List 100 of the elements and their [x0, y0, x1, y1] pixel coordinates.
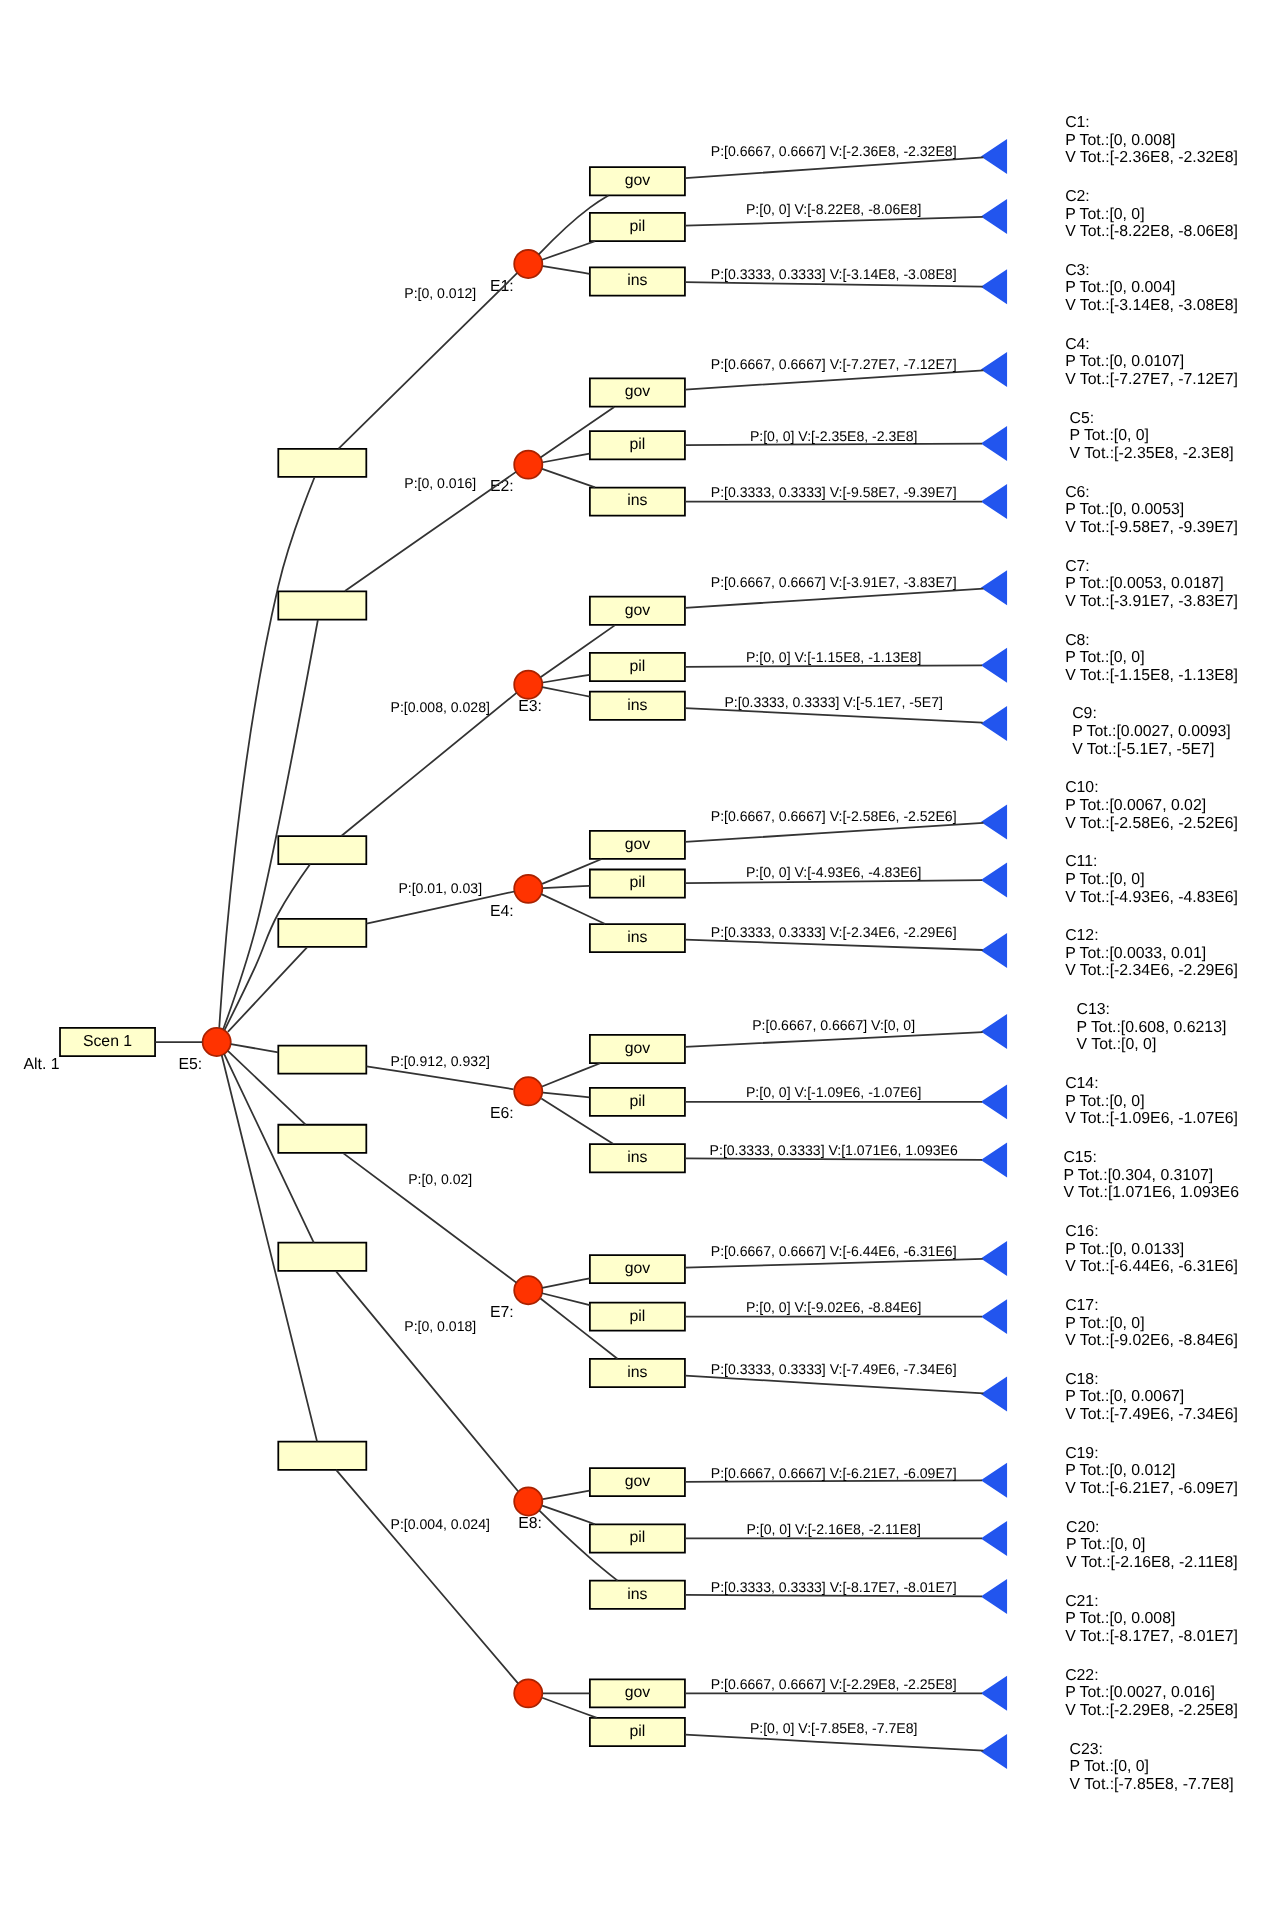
node-circle — [513, 1274, 544, 1305]
connector — [540, 1096, 614, 1144]
node-circle — [201, 1026, 232, 1056]
node-triangle — [980, 704, 1008, 740]
node-box: pil — [589, 1522, 686, 1553]
node-label: C19: — [1065, 1442, 1099, 1461]
node-box — [277, 1240, 368, 1271]
connector — [542, 451, 591, 463]
node-label: P Tot.:[0, 0] — [1065, 1090, 1145, 1109]
node-triangle — [980, 1083, 1008, 1119]
node-triangle — [980, 646, 1008, 682]
connector — [684, 1536, 983, 1539]
node-label: V Tot.:[1.071E6, 1.093E6 — [1063, 1182, 1239, 1201]
node-label: V Tot.:[-1.09E6, -1.07E6] — [1065, 1108, 1239, 1127]
node-triangle — [980, 932, 1008, 967]
node-box: gov — [589, 828, 686, 859]
connector — [227, 1049, 307, 1125]
connector — [684, 155, 985, 178]
node-triangle — [980, 483, 1008, 519]
connector — [542, 1090, 591, 1098]
node-triangle — [980, 1141, 1008, 1177]
connector — [684, 663, 983, 667]
node-label: C13: — [1076, 999, 1111, 1018]
node-label: V Tot.:[-7.85E8, -7.7E8] — [1069, 1773, 1234, 1792]
node-box: pil — [589, 1300, 686, 1331]
node-label: C20: — [1066, 1516, 1100, 1535]
node-label: V Tot.:[-8.17E7, -8.01E7] — [1065, 1625, 1239, 1644]
node-box: pil — [589, 211, 686, 241]
node-triangle — [980, 1375, 1008, 1411]
node-label: V Tot.:[-2.16E8, -2.11E8] — [1066, 1551, 1238, 1570]
node-triangle — [980, 1012, 1008, 1048]
connector — [541, 685, 591, 697]
connector — [542, 1488, 591, 1499]
connector — [541, 1291, 591, 1306]
connector — [684, 1691, 983, 1694]
connector — [230, 1042, 280, 1053]
node-label: V Tot.:[-2.35E8, -2.3E8] — [1069, 442, 1234, 461]
node-label: P Tot.:[0, 0.008] — [1065, 129, 1176, 148]
node-label: C23: — [1069, 1738, 1103, 1757]
node-label: C4: — [1065, 333, 1090, 352]
connector — [684, 586, 985, 608]
connector — [218, 475, 316, 1028]
connector — [538, 1508, 619, 1581]
node-label: E8: — [518, 1513, 542, 1532]
node-box — [277, 834, 368, 865]
node-label: V Tot.:[-2.36E8, -2.32E8] — [1065, 147, 1239, 166]
node-box: ins — [589, 689, 686, 720]
node-label: V Tot.:[-9.02E6, -8.84E6] — [1065, 1330, 1239, 1349]
node-label: C5: — [1069, 407, 1095, 426]
node-box: gov — [589, 1466, 686, 1497]
connector — [335, 1467, 519, 1684]
connector — [684, 1257, 984, 1268]
node-triangle — [980, 569, 1008, 605]
node-label: P Tot.:[0, 0.0133] — [1065, 1238, 1185, 1257]
connector — [541, 1695, 598, 1718]
node-label: C22: — [1065, 1664, 1099, 1683]
connector — [342, 1151, 518, 1283]
node-box: ins — [589, 1357, 686, 1387]
node-box: pil — [589, 1716, 686, 1747]
node-triangle — [980, 138, 1008, 174]
connector — [539, 1296, 619, 1359]
node-label: E7: — [489, 1301, 514, 1320]
node-label: V Tot.:[-9.58E7, -9.39E7] — [1065, 516, 1239, 535]
node-label: P Tot.:[0.0027, 0.016] — [1065, 1682, 1215, 1701]
node-box: ins — [589, 1142, 686, 1173]
node-triangle — [980, 1298, 1008, 1334]
node-triangle — [980, 1732, 1008, 1768]
connector — [541, 1503, 596, 1525]
node-triangle — [980, 1240, 1008, 1276]
node-label: C3: — [1065, 259, 1090, 278]
connector — [365, 1064, 515, 1090]
node-label: P Tot.:[0, 0.008] — [1065, 1608, 1176, 1627]
node-label: V Tot.:[-4.93E6, -4.83E6] — [1065, 886, 1239, 905]
connector — [222, 618, 319, 1029]
node-triangle — [980, 1578, 1008, 1613]
node-triangle — [980, 1674, 1008, 1710]
connector — [684, 368, 985, 390]
node-label: C16: — [1065, 1221, 1099, 1239]
connector — [541, 857, 603, 884]
node-label: C10: — [1065, 777, 1099, 796]
connector — [684, 1156, 983, 1160]
connector — [541, 239, 596, 260]
node-label: C12: — [1065, 925, 1099, 944]
node-label: C8: — [1065, 629, 1090, 648]
node-label: C6: — [1065, 481, 1090, 500]
node-label: C18: — [1065, 1368, 1099, 1387]
node-triangle — [980, 351, 1008, 387]
connector — [684, 280, 984, 287]
connector — [220, 1053, 318, 1442]
connector — [539, 405, 616, 458]
node-label: V Tot.:[-1.15E8, -1.13E8] — [1065, 664, 1239, 683]
node-label: C9: — [1072, 703, 1097, 722]
node-label: V Tot.:[-7.49E6, -7.34E6] — [1065, 1404, 1239, 1423]
node-circle — [513, 248, 544, 278]
node-triangle — [980, 197, 1008, 233]
connector — [542, 264, 591, 274]
node-box: gov — [589, 1033, 686, 1064]
node-circle — [513, 1485, 544, 1516]
node-label: V Tot.:[-3.91E7, -3.83E7] — [1065, 590, 1239, 609]
node-box: ins — [589, 485, 686, 516]
